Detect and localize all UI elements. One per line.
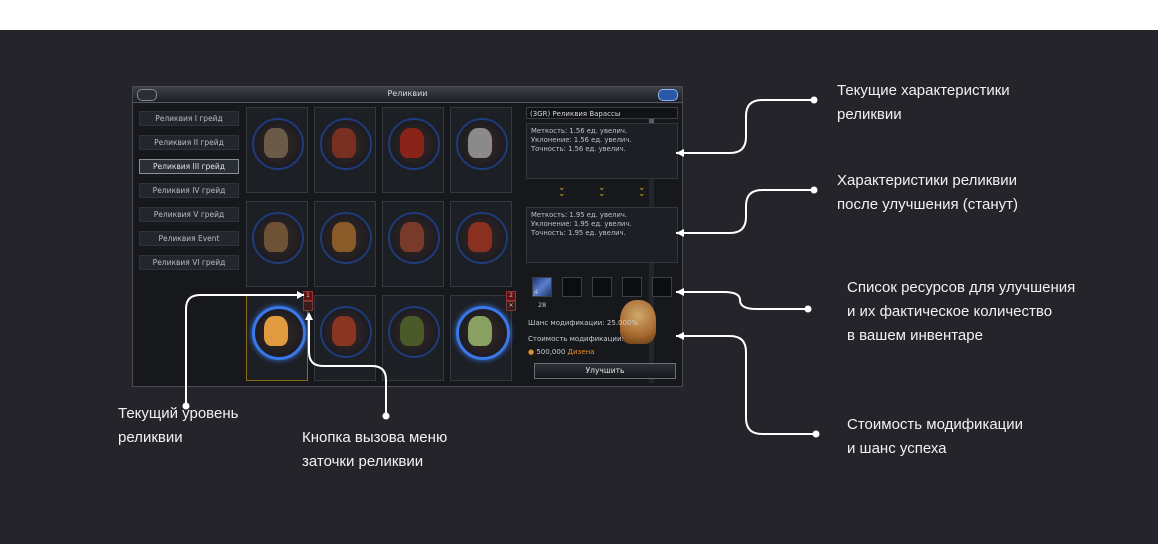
chevron-down-icon: ⌄⌄ [638, 183, 646, 199]
resource-badge: 4 [534, 288, 539, 296]
stat-line: Точность: 1.56 ед. увелич. [531, 145, 626, 153]
resource-count: 28 [538, 301, 547, 309]
relic-name: (3GR) Реликвия Варассы [526, 107, 678, 119]
annotation-resources: Список ресурсов для улучшения и их факти… [847, 276, 1075, 348]
relic-figure-icon [264, 128, 288, 158]
relic-figure-icon [264, 316, 288, 346]
chance-value: 25.000% [606, 319, 639, 327]
relic-slot[interactable] [314, 295, 376, 381]
relic-slot[interactable] [246, 201, 308, 287]
stat-line: Меткость: 1.95 ед. увелич. [531, 211, 628, 219]
annotation-line: и шанс успеха [847, 440, 947, 457]
relic-grid: 1 2 × [246, 107, 516, 383]
relic-figure-icon [332, 128, 356, 158]
relic-figure-icon [264, 222, 288, 252]
relic-slot[interactable] [314, 107, 376, 193]
grade-tab-event[interactable]: Реликвия Event [139, 231, 239, 246]
stat-line: Уклонение: 1.56 ед. увелич. [531, 136, 632, 144]
cost-amount: 500,000 [536, 348, 566, 356]
annotation-line: и их фактическое количество [847, 303, 1053, 320]
cost-line: ● 500,000 Дизена [528, 348, 594, 356]
annotation-line: реликвии [118, 429, 183, 446]
next-stats: Меткость: 1.95 ед. увелич. Уклонение: 1.… [526, 207, 678, 263]
cost-label: Стоимость модификации: [528, 335, 624, 343]
enchant-menu-button[interactable]: × [506, 301, 516, 311]
cost-currency: Дизена [567, 348, 595, 356]
annotation-line: заточки реликвии [302, 453, 424, 470]
window-titlebar[interactable]: Реликвии [133, 87, 682, 103]
chance-line: Шанс модификации: 25.000% [528, 319, 638, 327]
annotation-line: Текущие характеристики [837, 82, 1010, 99]
relic-figure-icon [332, 316, 356, 346]
relic-preview-icon [620, 300, 656, 344]
annotation-line: Список ресурсов для улучшения [847, 279, 1076, 296]
stat-line: Точность: 1.95 ед. увелич. [531, 229, 626, 237]
annotation-enchant-button: Кнопка вызова меню заточки реликвии [302, 426, 447, 474]
relic-figure-icon [400, 316, 424, 346]
chevron-down-icon: ⌄⌄ [598, 183, 606, 199]
relic-slot[interactable] [450, 201, 512, 287]
annotation-line: Текущий уровень [118, 405, 239, 422]
stat-line: Уклонение: 1.95 ед. увелич. [531, 220, 632, 228]
chance-label: Шанс модификации: [528, 319, 605, 327]
resource-slot[interactable] [592, 277, 612, 297]
relic-figure-icon [468, 316, 492, 346]
chevron-down-icon: ⌄⌄ [558, 183, 566, 199]
stat-line: Меткость: 1.56 ед. увелич. [531, 127, 628, 135]
window-menu-icon[interactable] [137, 89, 157, 101]
annotation-line: после улучшения (станут) [837, 196, 1018, 213]
relic-level-badge: 1 [303, 291, 313, 301]
grade-tab-4[interactable]: Реликвия IV грейд [139, 183, 239, 198]
relics-window: Реликвии Реликвия I грейд Реликвия II гр… [132, 86, 683, 387]
relic-figure-icon [400, 128, 424, 158]
annotation-level: Текущий уровень реликвии [118, 402, 238, 450]
relic-slot-selected[interactable] [246, 295, 308, 381]
resource-slot[interactable] [562, 277, 582, 297]
grade-list: Реликвия I грейд Реликвия II грейд Релик… [139, 111, 239, 279]
annotation-line: Характеристики реликвии [837, 172, 1017, 189]
upgrade-button[interactable]: Улучшить [534, 363, 676, 379]
relic-slot[interactable] [450, 107, 512, 193]
relic-level-badge: 2 [506, 291, 516, 301]
window-close-icon[interactable] [658, 89, 678, 101]
relic-slot[interactable] [314, 201, 376, 287]
relic-slot[interactable] [246, 107, 308, 193]
annotation-current-stats: Текущие характеристики реликвии [837, 79, 1010, 127]
resource-slot[interactable]: 4 [532, 277, 552, 297]
relic-slot[interactable] [382, 295, 444, 381]
grade-tab-3[interactable]: Реликвия III грейд [139, 159, 239, 174]
grade-tab-1[interactable]: Реликвия I грейд [139, 111, 239, 126]
annotation-line: реликвии [837, 106, 902, 123]
relic-ring-icon [252, 118, 304, 170]
relic-figure-icon [332, 222, 356, 252]
relic-figure-icon [468, 128, 492, 158]
relic-ring-icon [456, 306, 510, 360]
adena-icon: ● [528, 348, 535, 356]
annotation-next-stats: Характеристики реликвии после улучшения … [837, 169, 1018, 217]
enchant-menu-button[interactable] [303, 301, 313, 311]
resource-slot[interactable] [652, 277, 672, 297]
grade-tab-2[interactable]: Реликвия II грейд [139, 135, 239, 150]
annotation-cost: Стоимость модификации и шанс успеха [847, 413, 1023, 461]
relic-figure-icon [400, 222, 424, 252]
relic-figure-icon [468, 222, 492, 252]
upgrade-panel: (3GR) Реликвия Варассы Меткость: 1.56 ед… [526, 107, 678, 383]
current-stats: Меткость: 1.56 ед. увелич. Уклонение: 1.… [526, 123, 678, 179]
relic-slot[interactable] [382, 107, 444, 193]
relic-slot[interactable] [450, 295, 512, 381]
window-title: Реликвии [387, 89, 428, 98]
relic-slot[interactable] [382, 201, 444, 287]
annotation-line: в вашем инвентаре [847, 327, 983, 344]
grade-tab-5[interactable]: Реликвия V грейд [139, 207, 239, 222]
annotation-line: Кнопка вызова меню [302, 429, 448, 446]
grade-tab-6[interactable]: Реликвия VI грейд [139, 255, 239, 270]
annotation-line: Стоимость модификации [847, 416, 1024, 433]
resource-slot[interactable] [622, 277, 642, 297]
